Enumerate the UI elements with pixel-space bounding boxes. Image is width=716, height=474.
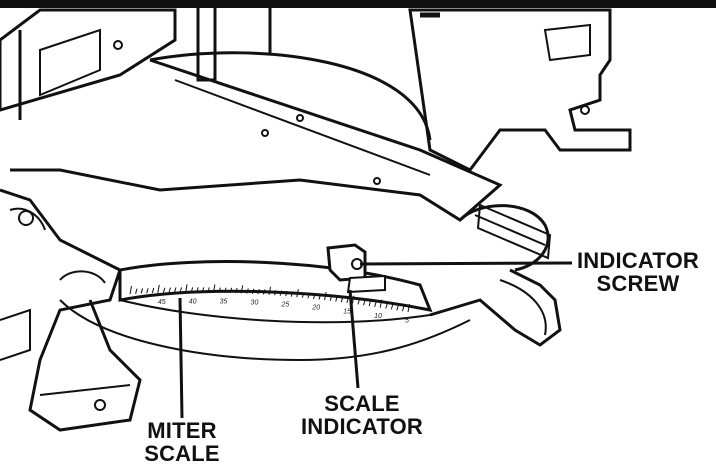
scale-tick [251, 288, 255, 294]
miter-handle [429, 203, 562, 347]
scale-number: 45 [158, 299, 166, 306]
scale-tick [224, 287, 227, 293]
scale-tick [185, 284, 188, 293]
scale-tick [179, 287, 183, 293]
scale-tick [279, 290, 283, 296]
scale-number: 15 [343, 308, 351, 315]
scale-tick [351, 295, 355, 304]
scale-tick [218, 287, 221, 293]
right-housing [408, 8, 632, 172]
scale-tick [307, 293, 310, 299]
scale-tick [340, 297, 344, 303]
scale-indicator-label-line2: INDICATOR [301, 414, 423, 439]
scale-tick [240, 285, 244, 294]
indicator-screw-label: INDICATOR SCREW [572, 249, 704, 295]
scale-tick [268, 286, 271, 295]
left-base [0, 188, 142, 432]
scale-tick [207, 287, 210, 293]
scale-tick [257, 288, 260, 295]
scale-tick [157, 284, 160, 293]
scale-tick [357, 299, 360, 305]
scale-tick [285, 290, 288, 297]
scale-tick [168, 287, 171, 293]
scale-tick [368, 300, 372, 307]
scale-tick [129, 285, 132, 295]
scale-tick [135, 288, 138, 294]
scale-tick [162, 287, 166, 293]
scale-tick [374, 301, 377, 307]
scale-tick [196, 287, 199, 293]
scale-tick [329, 295, 333, 301]
scale-number: 40 [189, 298, 197, 305]
rear-fence [196, 8, 272, 82]
miter-scale-label-line2: SCALE [144, 441, 220, 466]
scale-tick [140, 288, 144, 294]
scale-tick [190, 287, 194, 293]
scale-tick [390, 304, 394, 310]
scale-number: 25 [280, 302, 289, 309]
turntable-plate [10, 51, 503, 222]
miter-scale-labels: 50 45 40 35 30 25 20 15 10 5 [127, 0, 409, 325]
scale-tick [201, 287, 205, 293]
left-fence [0, 8, 177, 120]
scale-tick [318, 294, 322, 300]
scale-tick [174, 287, 177, 293]
scale-number: 50 [127, 0, 135, 2]
scale-number: 20 [311, 305, 320, 312]
scale-indicator-label: SCALE INDICATOR [296, 392, 428, 438]
scale-tick [146, 288, 149, 294]
scale-tick [379, 299, 383, 308]
scale-indicator-label-line1: SCALE [324, 391, 400, 416]
scale-number: 30 [251, 300, 259, 307]
scale-tick [407, 303, 410, 313]
indicator-screw-label-line1: INDICATOR [577, 248, 699, 273]
scale-tick [212, 284, 216, 293]
leader-lines [178, 261, 573, 419]
scale-number: 35 [220, 299, 228, 306]
scale-tick [274, 290, 277, 296]
scale-tick [262, 289, 266, 295]
scale-number: 10 [374, 313, 382, 320]
scale-tick [301, 292, 305, 298]
scale-tick [324, 291, 327, 301]
scale-tick [246, 288, 249, 294]
scale-tick [290, 291, 294, 297]
scale-tick [401, 305, 405, 312]
miter-scale-label: MITER SCALE [132, 419, 232, 465]
scale-tick [229, 287, 233, 294]
scale-tick [363, 300, 366, 306]
miter-scale-label-line1: MITER [147, 418, 217, 443]
scale-tick [313, 293, 316, 299]
scale-tick [346, 297, 349, 304]
scale-tick [151, 287, 155, 294]
scale-tick [296, 289, 299, 298]
scale-number: 5 [405, 318, 409, 325]
miter-scale-ticks [129, 284, 410, 313]
scale-tick [385, 303, 388, 309]
scale-tick [396, 305, 399, 311]
scale-indicator-block [326, 243, 386, 294]
scale-tick [335, 296, 338, 302]
top-border [0, 0, 716, 8]
indicator-screw-label-line2: SCREW [596, 271, 680, 296]
scale-tick [235, 287, 238, 294]
